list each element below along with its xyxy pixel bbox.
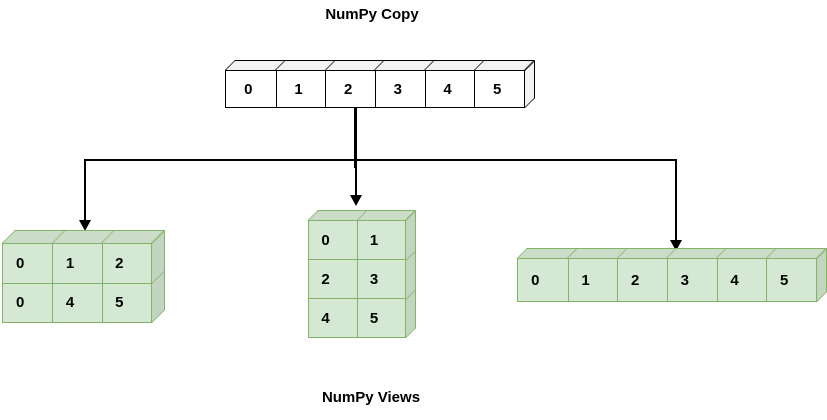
array-cell: 1 [357, 221, 405, 259]
array-cell: 4 [424, 71, 475, 107]
arrow-down-icon [670, 240, 682, 251]
connector-middle-line [355, 166, 357, 196]
array-cell: 4 [309, 298, 357, 337]
view-array-3x2: 0 1 2 3 4 5 [308, 210, 416, 339]
view-1x6-side-face [817, 248, 827, 302]
view-array-2x3: 0 1 2 0 4 5 [2, 230, 165, 323]
view-3x2-front: 0 1 2 3 4 5 [308, 220, 406, 338]
copy-array-front: 0 1 2 3 4 5 [225, 70, 525, 108]
copy-array-side-face [525, 60, 535, 108]
view-3x2-side-face [406, 210, 416, 339]
view-1x6-top-face [517, 248, 827, 258]
array-cell: 1 [567, 259, 618, 301]
array-cell: 2 [101, 244, 151, 283]
array-cell: 3 [375, 71, 425, 107]
connector-trunk-line [354, 108, 357, 168]
array-cell: 0 [3, 282, 53, 323]
array-cell: 2 [309, 259, 357, 298]
connector-right-line [675, 159, 677, 241]
array-cell: 3 [357, 259, 405, 298]
copy-array-top-face [225, 60, 535, 70]
arrow-down-icon [350, 195, 362, 206]
footer-title: NumPy Views [321, 389, 421, 406]
view-array-1x6: 0 1 2 3 4 5 [517, 248, 827, 302]
array-cell: 2 [325, 71, 375, 107]
array-cell: 0 [321, 231, 330, 249]
array-cell: 4 [716, 259, 767, 301]
arrow-down-icon [79, 220, 91, 231]
connector-branch-line [85, 159, 676, 161]
connector-left-line [84, 159, 86, 221]
array-cell: 3 [667, 259, 717, 301]
array-cell: 0 [531, 271, 540, 289]
array-cell: 0 [15, 254, 25, 272]
array-cell: 5 [766, 259, 816, 301]
array-cell: 0 [244, 80, 253, 98]
title: NumPy Copy [325, 6, 419, 23]
view-1x6-front: 0 1 2 3 4 5 [517, 258, 817, 302]
view-2x3-top-face [2, 230, 165, 243]
view-3x2-top-face [308, 210, 416, 220]
array-cell: 4 [52, 282, 102, 322]
array-cell: 1 [275, 71, 326, 107]
array-cell: 5 [101, 282, 151, 322]
copy-array-1x6: 0 1 2 3 4 5 [225, 60, 535, 108]
view-2x3-side-face [152, 230, 165, 323]
array-cell: 2 [617, 259, 667, 301]
array-cell: 5 [474, 71, 524, 107]
array-cell: 5 [357, 298, 405, 337]
array-cell: 1 [52, 244, 101, 283]
view-2x3-front: 0 1 2 0 4 5 [2, 243, 152, 323]
